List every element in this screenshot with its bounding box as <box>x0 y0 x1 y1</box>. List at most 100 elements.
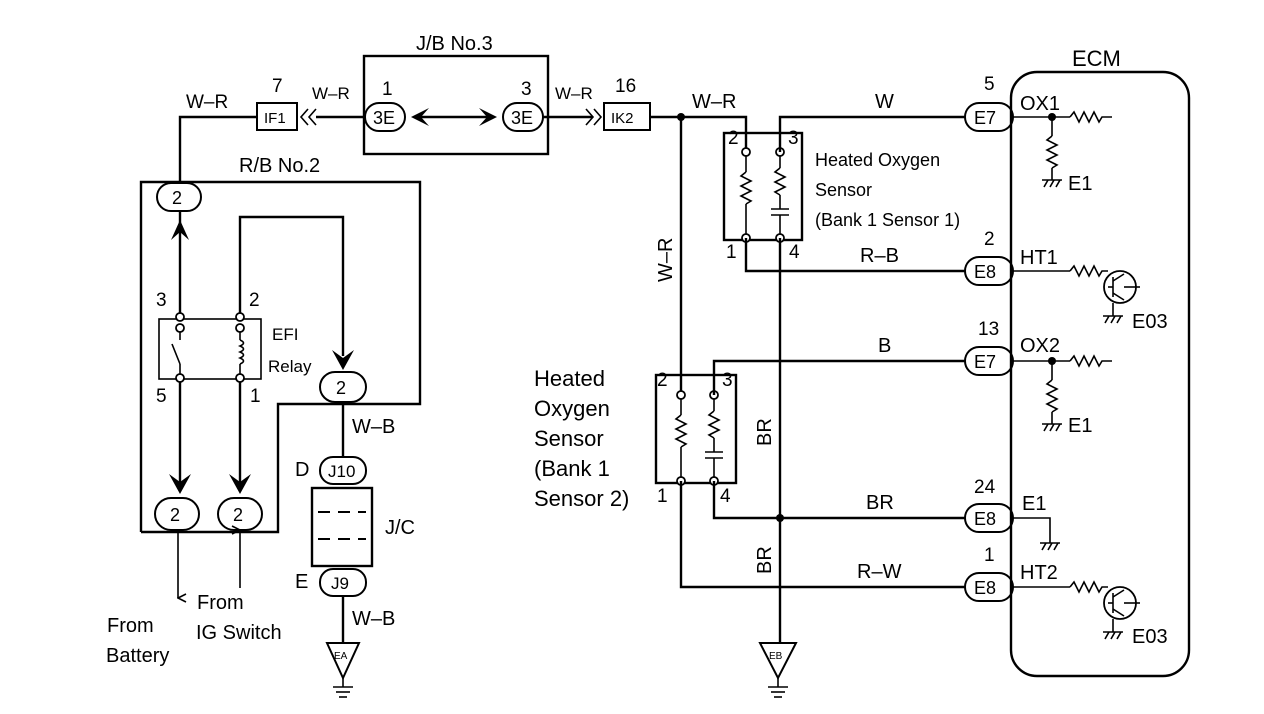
relay-pin-1: 1 <box>250 386 261 407</box>
jc-label-d: D <box>295 459 309 481</box>
ecm-pin-e1-low: E1 <box>1022 493 1046 515</box>
ecm-connector-e8-e1: E8 24 <box>964 477 1014 533</box>
ecm-pin-e03-bottom: E03 <box>1132 626 1168 648</box>
wire-label-wb-upper: W–B <box>352 416 395 438</box>
sensor2-pin-1: 1 <box>657 486 668 507</box>
relay-pin-2: 2 <box>249 290 260 311</box>
sensor2-label-line2: Oxygen <box>534 396 610 421</box>
jb3-pin-1: 1 <box>382 79 393 100</box>
svg-text:IK2: IK2 <box>611 110 634 127</box>
sensor1-pin-1: 1 <box>726 242 737 263</box>
ecm-pin-e03-top: E03 <box>1132 311 1168 333</box>
ig-label-line1: From <box>197 592 244 614</box>
relay-label-line1: EFI <box>272 325 298 344</box>
ground-eb: EB <box>758 642 798 698</box>
sensor1-label-line1: Heated Oxygen <box>815 150 940 170</box>
ecm-pin-ox2: OX2 <box>1020 335 1060 357</box>
ecm-connector-e7-top: E7 5 <box>964 74 1014 132</box>
ground-ea: EA <box>325 642 361 698</box>
sensor2-pin-3: 3 <box>722 370 733 391</box>
inline-connector-if1: IF1 7 <box>256 76 298 131</box>
rb2-connector-mid: 2 <box>319 371 367 403</box>
sensor2-pin-4: 4 <box>720 486 731 507</box>
svg-text:E8: E8 <box>974 509 996 529</box>
ecm-title: ECM <box>1072 46 1121 71</box>
svg-text:E7: E7 <box>974 352 996 372</box>
ik2-pin: 16 <box>615 76 636 97</box>
relay-pin-3: 3 <box>156 290 167 311</box>
sensor1-label-line3: (Bank 1 Sensor 1) <box>815 210 960 230</box>
relay-block-2: R/B No.2 2 2 2 2 <box>139 155 422 534</box>
sensor2-label-line5: Sensor 2) <box>534 486 629 511</box>
sensor1-label-line2: Sensor <box>815 180 872 200</box>
svg-text:EB: EB <box>769 651 783 662</box>
rb2-connector-top: 2 <box>156 182 202 212</box>
sensor1-pin-3: 3 <box>788 128 799 149</box>
ecm-pin-2: 2 <box>984 229 995 250</box>
sensor2-pin-2: 2 <box>657 370 668 391</box>
ecm-pin-24: 24 <box>974 477 996 498</box>
wire-label-wr-top: W–R <box>692 91 736 113</box>
wire-label-br: BR <box>866 492 894 514</box>
ecm-connector-e8-ht2: E8 1 <box>964 545 1014 602</box>
svg-text:IF1: IF1 <box>264 110 286 127</box>
svg-text:J10: J10 <box>328 462 355 481</box>
connector-j10: J10 <box>319 456 367 485</box>
efi-relay: EFI Relay 3 2 5 1 <box>156 290 312 407</box>
jc-title: J/C <box>385 517 415 539</box>
ecm-pin-1: 1 <box>984 545 995 566</box>
wire-label-rb: R–B <box>860 245 899 267</box>
ecm-connector-e7-ox2: E7 13 <box>964 319 1014 376</box>
ecm-pin-5: 5 <box>984 74 995 95</box>
junction-block-3: J/B No.3 1 3 3E 3E <box>362 33 550 156</box>
ecm-pin-ht2: HT2 <box>1020 562 1058 584</box>
ecm-pin-e1-mid: E1 <box>1068 415 1092 437</box>
connector-3e-left: 3E <box>364 102 406 132</box>
connector-j9: J9 <box>319 568 367 597</box>
connector-3e-right: 3E <box>502 102 544 132</box>
heated-oxygen-sensor-2: 2 3 1 4 Heated Oxygen Sensor (Bank 1 Sen… <box>534 366 738 511</box>
wire-label-wr-vertical: W–R <box>655 238 677 282</box>
sensor2-label-line3: Sensor <box>534 426 604 451</box>
svg-text:EA: EA <box>334 651 348 662</box>
svg-text:J9: J9 <box>331 574 349 593</box>
ecm-module: ECM OX1 E1 HT1 E03 OX2 <box>1009 46 1191 678</box>
jc-label-e: E <box>295 571 308 593</box>
wire-label-w: W <box>875 91 894 113</box>
svg-text:2: 2 <box>170 505 180 525</box>
ecm-connector-e8-ht1: E8 2 <box>964 229 1014 286</box>
wire-label-b: B <box>878 335 891 357</box>
battery-label-line2: Battery <box>106 645 169 667</box>
ecm-pin-ht1: HT1 <box>1020 247 1058 269</box>
inline-connector-ik2: IK2 16 <box>603 76 651 131</box>
relay-block-2-title: R/B No.2 <box>239 155 320 177</box>
jb3-pin-3: 3 <box>521 79 532 100</box>
battery-label-line1: From <box>107 615 154 637</box>
if1-pin: 7 <box>272 76 283 97</box>
svg-text:2: 2 <box>172 188 182 208</box>
svg-text:E8: E8 <box>974 578 996 598</box>
wire-label-wb-lower: W–B <box>352 608 395 630</box>
relay-label-line2: Relay <box>268 357 312 376</box>
wire-label-rw: R–W <box>857 561 902 583</box>
rb2-connector-bottom-left: 2 <box>154 497 200 531</box>
svg-text:2: 2 <box>336 378 346 398</box>
ecm-pin-13: 13 <box>978 319 999 340</box>
wire-label-br-upper: BR <box>754 418 776 446</box>
svg-text:E7: E7 <box>974 108 996 128</box>
ig-label-line2: IG Switch <box>196 622 282 644</box>
wire-label-wr-right: W–R <box>555 84 593 103</box>
svg-text:2: 2 <box>233 505 243 525</box>
relay-pin-5: 5 <box>156 386 167 407</box>
svg-text:3E: 3E <box>373 108 395 128</box>
sensor2-label-line1: Heated <box>534 366 605 391</box>
wire-label-wr-mid: W–R <box>312 84 350 103</box>
ecm-pin-e1-top: E1 <box>1068 173 1092 195</box>
wire-label-wr-left: W–R <box>186 92 228 113</box>
heated-oxygen-sensor-1: 2 3 1 4 Heated Oxygen Sensor (Bank 1 Sen… <box>722 128 960 263</box>
svg-text:E8: E8 <box>974 262 996 282</box>
sensor1-pin-4: 4 <box>789 242 800 263</box>
rb2-connector-bottom-right: 2 <box>217 497 263 531</box>
sensor2-label-line4: (Bank 1 <box>534 456 610 481</box>
